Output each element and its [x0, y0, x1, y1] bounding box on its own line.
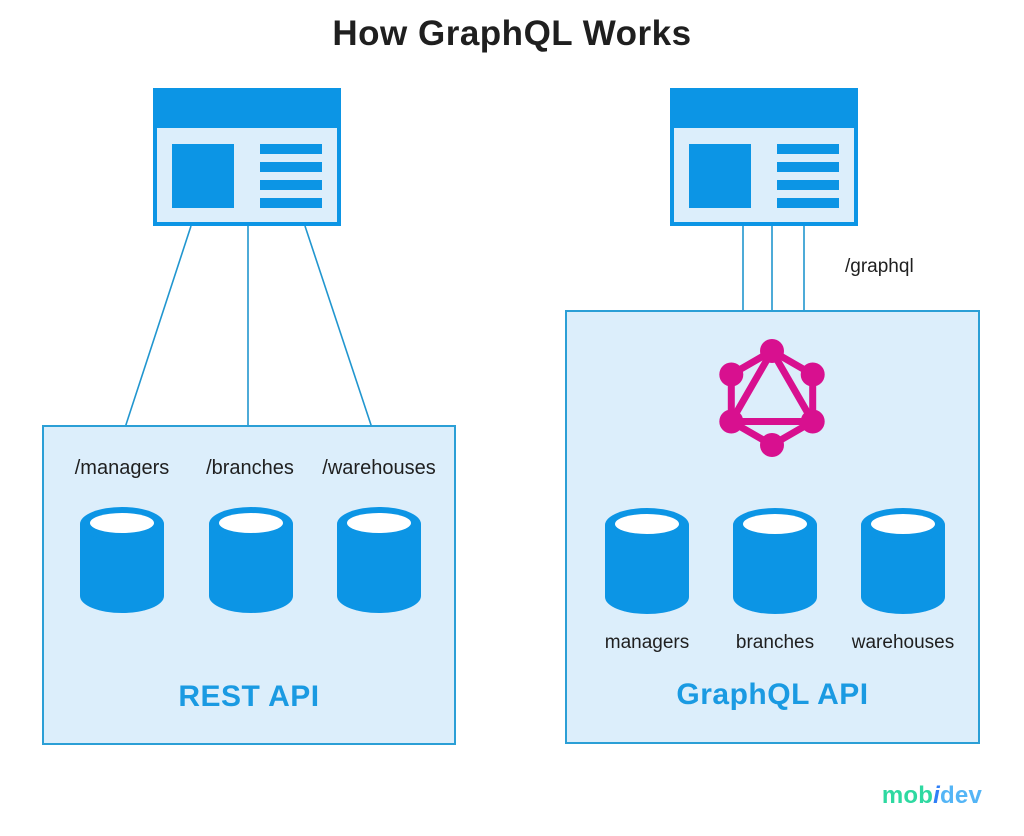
graphql-api-panel: managers branches warehouses GraphQL API	[565, 310, 980, 744]
graphql-logo-icon	[719, 339, 825, 457]
browser-header-bar	[157, 92, 337, 128]
brand-mob: mob	[881, 782, 934, 809]
graphql-endpoint-label: /graphql	[845, 256, 914, 277]
browser-body	[674, 128, 854, 222]
brand-i: i	[933, 782, 941, 809]
rest-endpoint-label: /managers	[74, 457, 170, 479]
browser-header-bar	[674, 92, 854, 128]
database-cylinder-icon	[861, 508, 945, 614]
browser-window-icon	[670, 88, 858, 226]
graphql-db-label: managers	[604, 632, 690, 653]
database-cylinder-icon	[733, 508, 817, 614]
browser-text-lines	[260, 144, 322, 208]
mobidev-logo: mobidev	[882, 782, 982, 810]
rest-api-panel: /managers /branches /warehouses REST API	[42, 425, 456, 745]
rest-api-title: REST API	[178, 680, 320, 713]
database-cylinder-icon	[209, 507, 293, 613]
browser-window-icon	[153, 88, 341, 226]
browser-content-block	[172, 144, 234, 208]
browser-text-lines	[777, 144, 839, 208]
graphql-api-title: GraphQL API	[676, 678, 869, 711]
page-title: How GraphQL Works	[332, 14, 692, 53]
database-cylinder-icon	[80, 507, 164, 613]
brand-dev: dev	[940, 782, 982, 809]
graphql-db-label: warehouses	[851, 632, 955, 653]
rest-endpoint-label: /warehouses	[322, 457, 436, 479]
browser-content-block	[689, 144, 751, 208]
database-cylinder-icon	[337, 507, 421, 613]
graphql-db-label: branches	[735, 632, 815, 653]
browser-body	[157, 128, 337, 222]
rest-endpoint-label: /branches	[206, 457, 294, 479]
database-cylinder-icon	[605, 508, 689, 614]
